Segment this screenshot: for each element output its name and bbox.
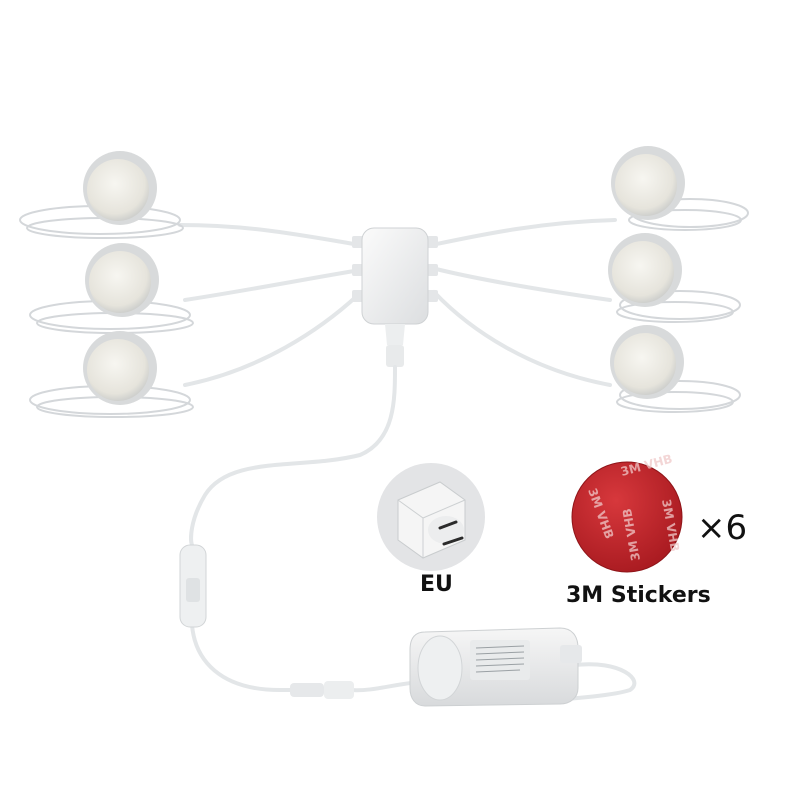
puck-light-icon bbox=[610, 325, 684, 399]
adhesive-sticker-icon: 3M VHB 3M VHB 3M VHB 3M VHB bbox=[571, 452, 683, 573]
puck-light-icon bbox=[611, 146, 685, 220]
sticker-caption-label: 3M Stickers bbox=[566, 583, 711, 608]
sticker-count-label: ×6 bbox=[697, 508, 748, 548]
dc-connector-icon bbox=[290, 681, 354, 699]
puck-light-icon bbox=[608, 233, 682, 307]
distribution-hub-icon bbox=[352, 227, 438, 367]
power-adapter-icon bbox=[409, 627, 582, 707]
puck-light-icon bbox=[85, 243, 159, 317]
lamp-cables bbox=[178, 218, 617, 387]
plug-type-label: EU bbox=[420, 572, 453, 597]
puck-light-icon bbox=[83, 151, 157, 225]
puck-light-icon bbox=[83, 331, 157, 405]
eu-plug-icon bbox=[377, 463, 485, 571]
inline-switch-icon bbox=[179, 544, 207, 628]
